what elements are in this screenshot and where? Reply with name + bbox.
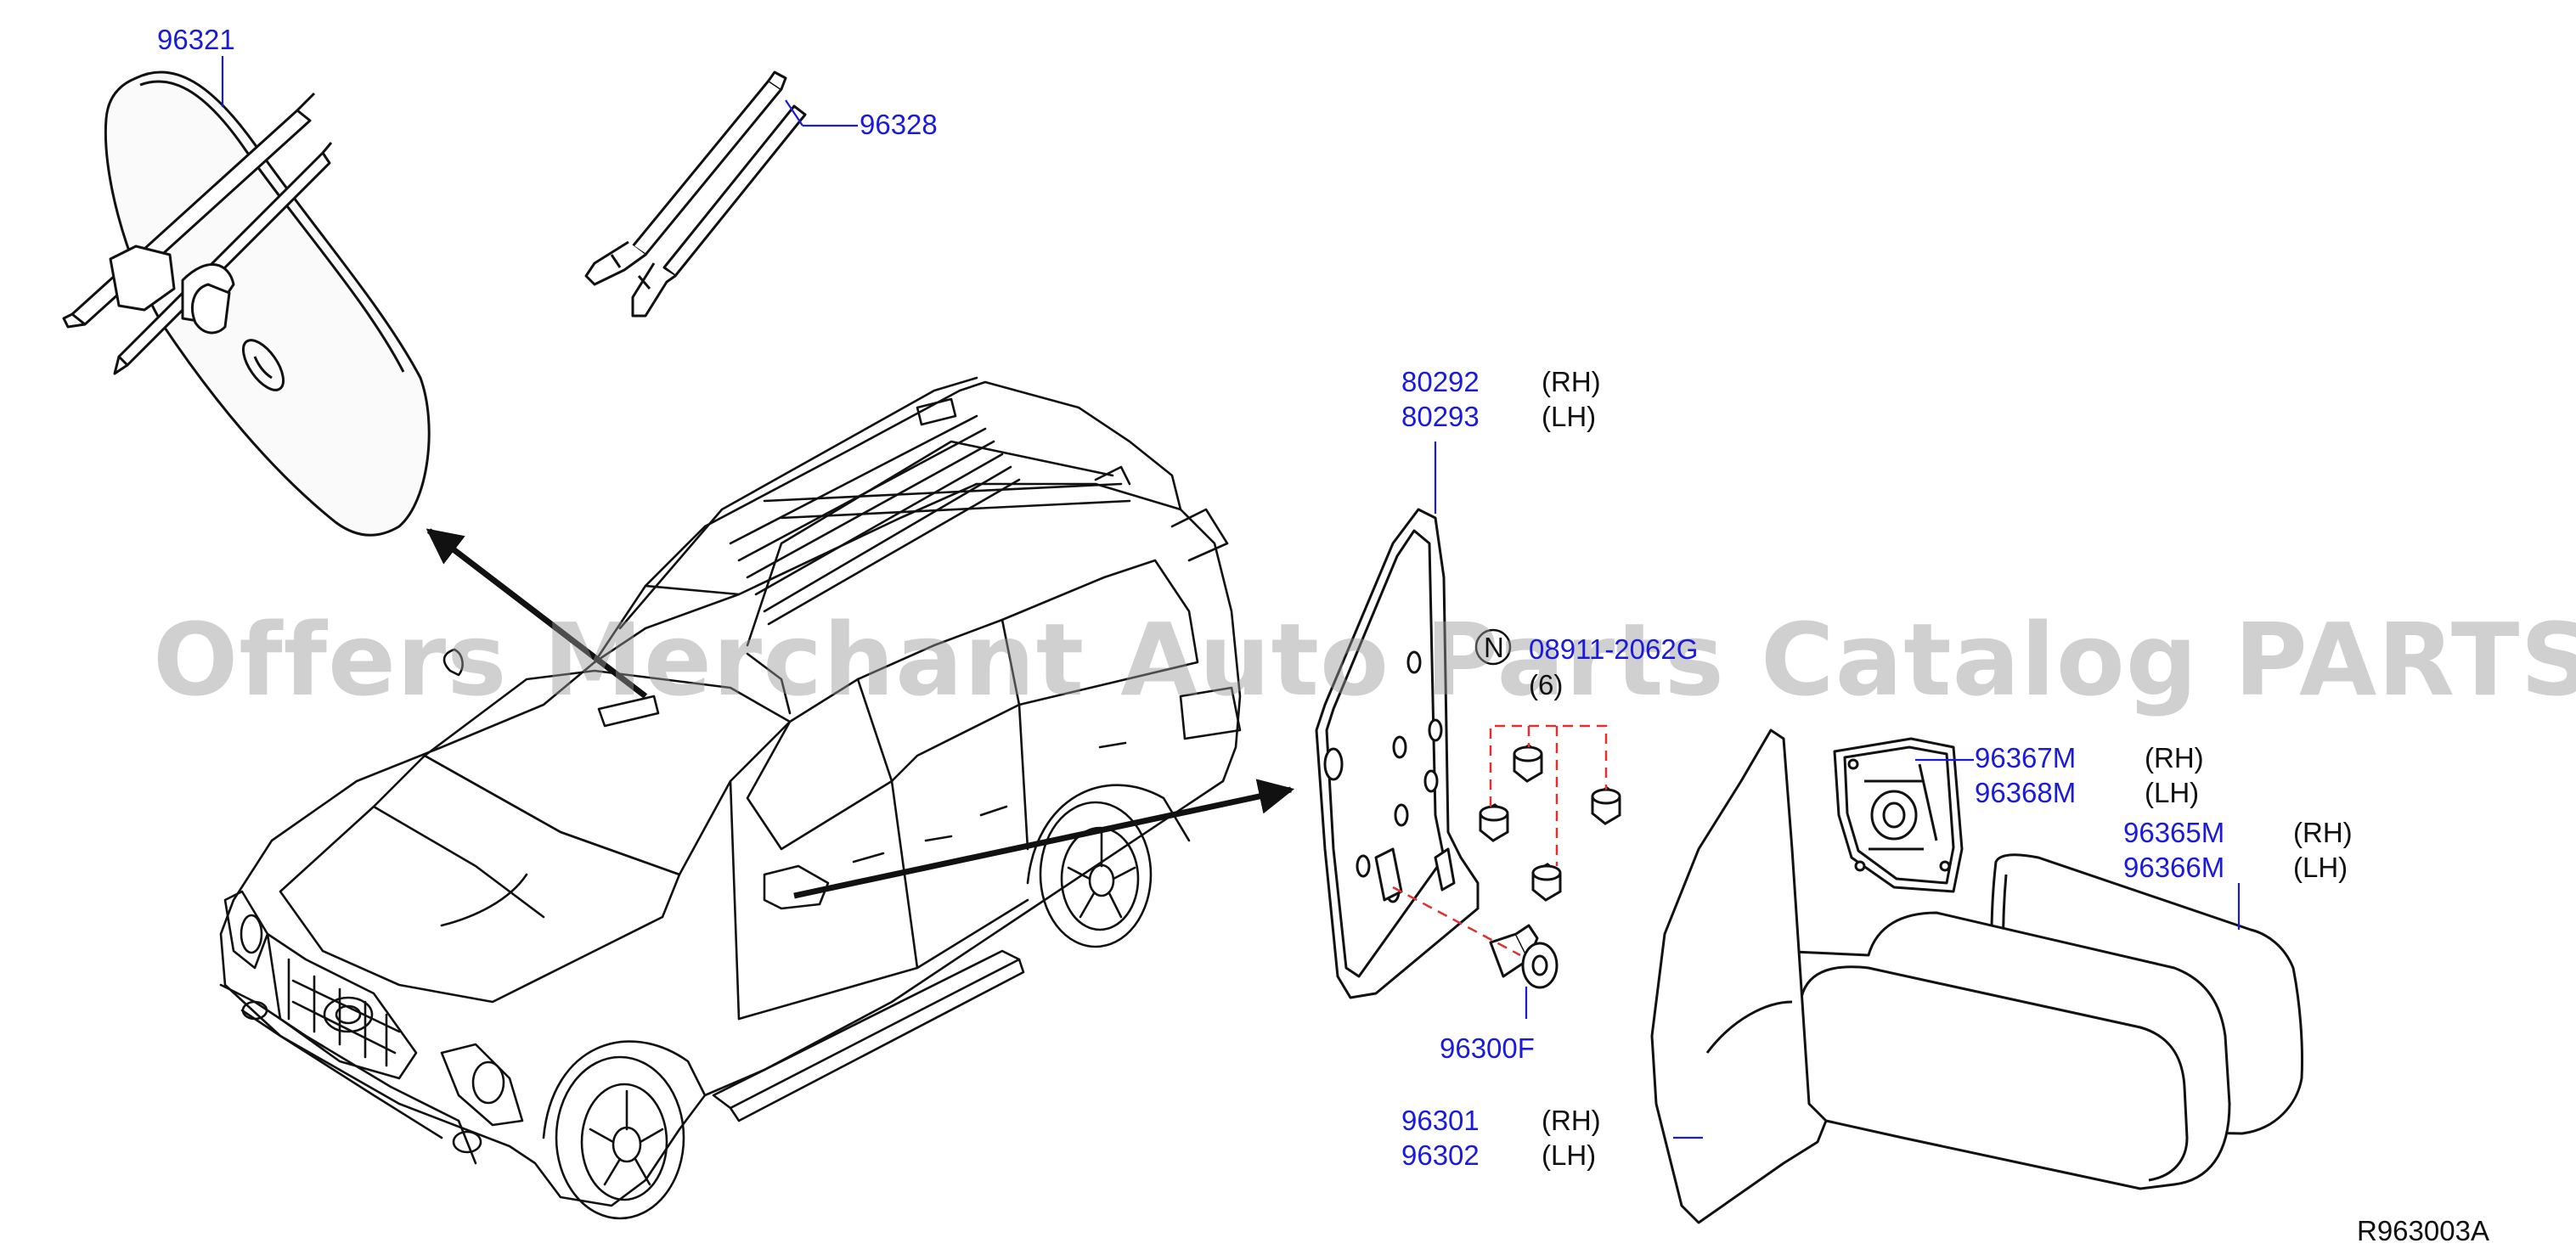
side-label-80292: (RH) (1542, 366, 1601, 397)
side-label-96367M: (RH) (2145, 742, 2204, 773)
leader-lines (221, 56, 2241, 1139)
side-label-80293: (LH) (1542, 401, 1597, 432)
callout-arrows (426, 528, 1295, 899)
part-label-96300F[interactable]: 96300F (1440, 1032, 1535, 1064)
vehicle-drawing (219, 376, 1242, 1220)
inner-mirror-drawing (62, 70, 431, 537)
mirror-cover-drawing (584, 70, 807, 318)
nut-drawings (1479, 744, 1621, 902)
mirror-finisher-drawing (1315, 508, 1480, 999)
door-mirror-drawing (1650, 728, 2304, 1224)
side-label-96365M: (RH) (2293, 817, 2353, 848)
diagram-code: R963003A (2357, 1215, 2489, 1246)
part-label-96321[interactable]: 96321 (157, 24, 235, 55)
side-label-96368M: (LH) (2145, 777, 2200, 808)
part-label-80293[interactable]: 80293 (1401, 401, 1480, 432)
part-label-96367M[interactable]: 96367M (1975, 742, 2077, 773)
side-label-96301: (RH) (1542, 1105, 1601, 1136)
clip-drawing (1489, 924, 1559, 989)
bolt-symbol-letter: N (1484, 632, 1504, 663)
side-label-96366M: (LH) (2293, 852, 2348, 883)
part-label-96302[interactable]: 96302 (1401, 1139, 1480, 1171)
part-label-08911-2062G[interactable]: 08911-2062G (1529, 633, 1699, 665)
part-label-96328[interactable]: 96328 (860, 109, 938, 140)
side-label-96302: (LH) (1542, 1139, 1597, 1171)
part-label-80292[interactable]: 80292 (1401, 366, 1480, 397)
dashed-guides (1392, 724, 1608, 957)
part-label-96365M[interactable]: 96365M (2123, 817, 2225, 848)
bolt-symbol-icon (1474, 628, 1512, 666)
part-label-96368M[interactable]: 96368M (1975, 777, 2077, 808)
part-label-96366M[interactable]: 96366M (2123, 852, 2225, 883)
bolt-quantity: (6) (1529, 669, 1564, 700)
part-label-96301[interactable]: 96301 (1401, 1105, 1480, 1136)
